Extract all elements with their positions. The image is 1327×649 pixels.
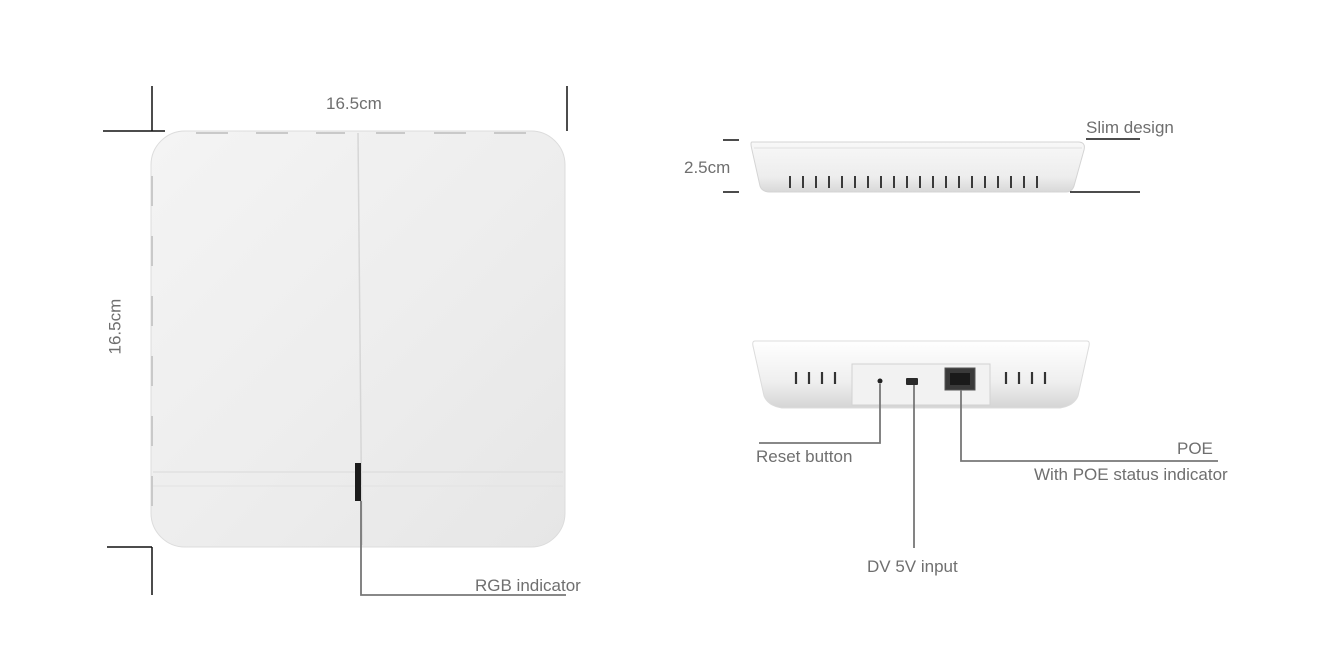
poe-label: POE [1177,439,1213,458]
device-front-body [150,130,566,548]
front-view [150,130,566,548]
dc-input-port [906,378,918,385]
reset-button-label: Reset button [756,447,853,466]
poe-leader [960,390,1218,462]
reset-pinhole [877,378,883,384]
front-dimension-lines [103,86,568,595]
rgb-indicator-light [355,463,361,501]
dc-input-label: DV 5V input [867,557,958,576]
rgb-indicator-label: RGB indicator [475,576,581,595]
poe-status-label: With POE status indicator [1034,465,1228,484]
device-side-body [750,141,1085,193]
width-dimension-label: 16.5cm [326,94,382,113]
center-seam [357,132,363,546]
thickness-dimension-label: 2.5cm [684,158,731,177]
ports-view [752,340,1090,409]
side-vents [789,176,1038,188]
height-dimension-label: 16.5cm [105,298,125,355]
ports-vents-left [794,372,837,384]
reset-button-leader [759,384,881,444]
side-view [750,141,1085,193]
rgb-indicator-leader [360,501,566,596]
side-dimension-lines [723,138,1140,193]
slim-design-label: Slim design [1086,118,1174,137]
ports-vents-right [1004,372,1047,384]
